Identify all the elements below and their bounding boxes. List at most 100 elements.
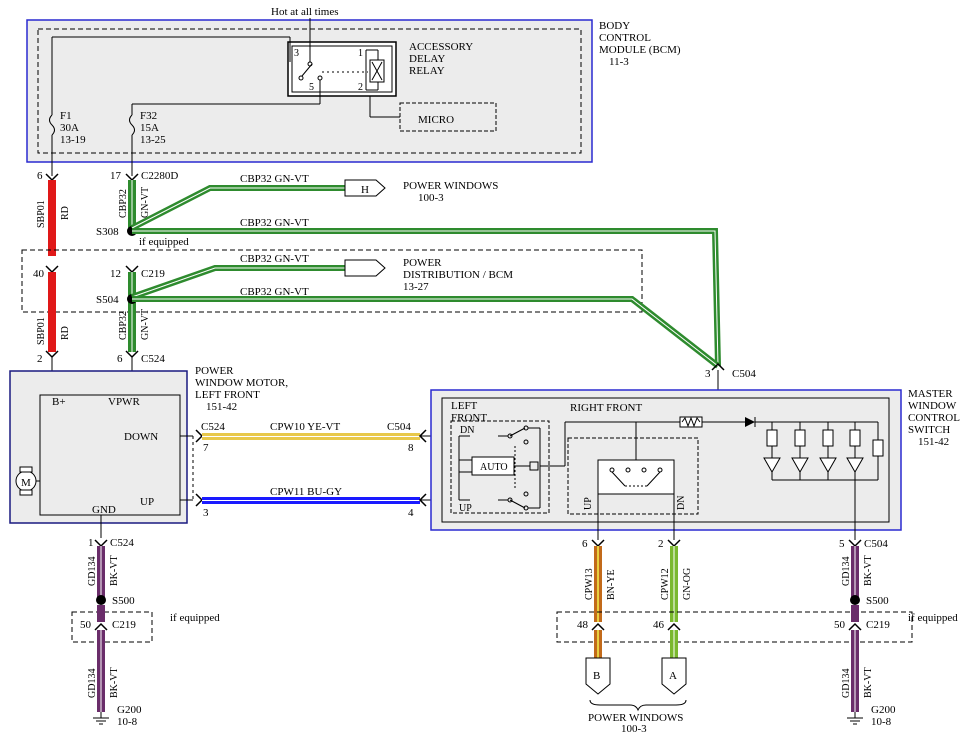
f32-amp: 15A: [140, 122, 159, 134]
c524-pin2: 2: [37, 353, 43, 365]
down-pin7: 7: [203, 442, 209, 454]
br-pin5: 5: [839, 538, 845, 550]
c219-pin12: 12: [110, 268, 121, 280]
c219-label: C219: [141, 268, 165, 280]
c524-label: C524: [141, 353, 165, 365]
right-front-label: RIGHT FRONT: [570, 402, 643, 414]
bl-gd134-2: GD134: [87, 669, 98, 698]
cbp32-h3: CBP32 GN-VT: [240, 253, 309, 265]
ref-pw-ref: 100-3: [418, 192, 444, 204]
f32-label: F32: [140, 110, 157, 122]
lf-up: UP: [459, 503, 472, 514]
br-g200: G200: [871, 704, 896, 716]
wire-sbp01-top: [48, 180, 56, 256]
bl-c219-dashed: [71, 611, 153, 643]
br-c504: C504: [864, 538, 888, 550]
bcm-title-4: 11-3: [609, 56, 629, 68]
motor-title-1: POWER: [195, 365, 234, 377]
ref-b-label: B: [593, 670, 600, 682]
f1-amp: 30A: [60, 122, 79, 134]
c219-pin40: 40: [33, 268, 45, 280]
c504-pin3: 3: [705, 368, 711, 380]
rd-label-top: RD: [60, 206, 71, 220]
br-pin50: 50: [834, 619, 846, 631]
micro-label: MICRO: [418, 114, 454, 126]
indicator-bank: [763, 422, 884, 540]
brace: [589, 699, 687, 712]
cbp32-h2: CBP32 GN-VT: [240, 217, 309, 229]
bcm-title-2: CONTROL: [599, 32, 651, 44]
br-gd134-1: GD134: [841, 557, 852, 586]
br-c219: C219: [866, 619, 890, 631]
c2280d-pin17: 17: [110, 170, 122, 182]
bcm-inner-dashed: [37, 28, 582, 154]
ref-b-connector: [585, 657, 611, 695]
bcm-title-3: MODULE (BCM): [599, 44, 681, 56]
bl-if-equipped: if equipped: [170, 612, 220, 624]
relay-pin1: 1: [358, 48, 363, 59]
micro-box: [399, 102, 497, 132]
c504-label: C504: [732, 368, 756, 380]
motor-down: DOWN: [124, 431, 158, 443]
bcm-title-1: BODY: [599, 20, 630, 32]
motor-outline: [9, 370, 188, 524]
cpw12-label: CPW12: [660, 568, 671, 600]
motor-up: UP: [140, 496, 154, 508]
br-g200-ref: 10-8: [871, 716, 892, 728]
motor-title-3: LEFT FRONT: [195, 389, 260, 401]
c2280d-pin6: 6: [37, 170, 43, 182]
sbp01-label-bot: SBP01: [36, 317, 47, 345]
relay-pin3: 3: [294, 48, 299, 59]
c524-pin6: 6: [117, 353, 123, 365]
cpw13-label: CPW13: [584, 568, 595, 600]
lf-dashed: [450, 420, 550, 514]
bl-c219: C219: [112, 619, 136, 631]
bl-s500: S500: [112, 595, 135, 607]
br-if-equipped: if equipped: [908, 612, 958, 624]
switch-title-5: 151-42: [918, 436, 949, 448]
down-pin8: 8: [408, 442, 414, 454]
bl-pin1: 1: [88, 537, 94, 549]
bnye-label: BN-YE: [606, 569, 617, 600]
s504-label: S504: [96, 294, 119, 306]
splice-s500-right: [850, 595, 860, 605]
bc-pin48: 48: [577, 619, 589, 631]
relay-box: [287, 41, 397, 97]
switch-title-2: WINDOW: [908, 400, 957, 412]
s308-if-equipped: if equipped: [139, 236, 189, 248]
ref-h-label: H: [361, 184, 369, 196]
cbp32-label-bot: CBP32: [118, 311, 129, 340]
pw-bottom-label: POWER WINDOWS: [588, 712, 683, 724]
ground-icon-left: [93, 712, 109, 725]
lf-dn: DN: [460, 425, 474, 436]
br-bkvt-1: BK-VT: [863, 555, 874, 586]
gnog-label: GN-OG: [682, 568, 693, 600]
fuse-f1-icon: [49, 114, 55, 136]
relay-title-1: ACCESSORY: [409, 41, 473, 53]
ref-a-label: A: [669, 670, 677, 682]
bc-pin46: 46: [653, 619, 665, 631]
up-pin4: 4: [408, 507, 414, 519]
gnvt-label-bot: GN-VT: [140, 309, 151, 340]
bl-g200-ref: 10-8: [117, 716, 138, 728]
ref-pd-ref: 13-27: [403, 281, 429, 293]
left-front-2: FRONT: [451, 412, 487, 424]
s308-label: S308: [96, 226, 119, 238]
switch-title-4: SWITCH: [908, 424, 950, 436]
br-bkvt-2: BK-VT: [863, 667, 874, 698]
ref-pd-1: POWER: [403, 257, 442, 269]
wire-sbp01-mid: [48, 272, 56, 352]
f32-ref: 13-25: [140, 134, 166, 146]
rf-up: UP: [583, 497, 594, 510]
rf-dashed: [567, 437, 699, 515]
fuse-f32-icon: [129, 114, 135, 136]
relay-title-3: RELAY: [409, 65, 445, 77]
c219-dashed-box: [21, 249, 643, 313]
bl-bkvt-1: BK-VT: [109, 555, 120, 586]
ref-pd-2: DISTRIBUTION / BCM: [403, 269, 513, 281]
ref-pd-connector: [344, 259, 386, 277]
splice-s500-left: [96, 595, 106, 605]
relay-coil: [369, 59, 385, 83]
rf-dn: DN: [676, 496, 687, 510]
